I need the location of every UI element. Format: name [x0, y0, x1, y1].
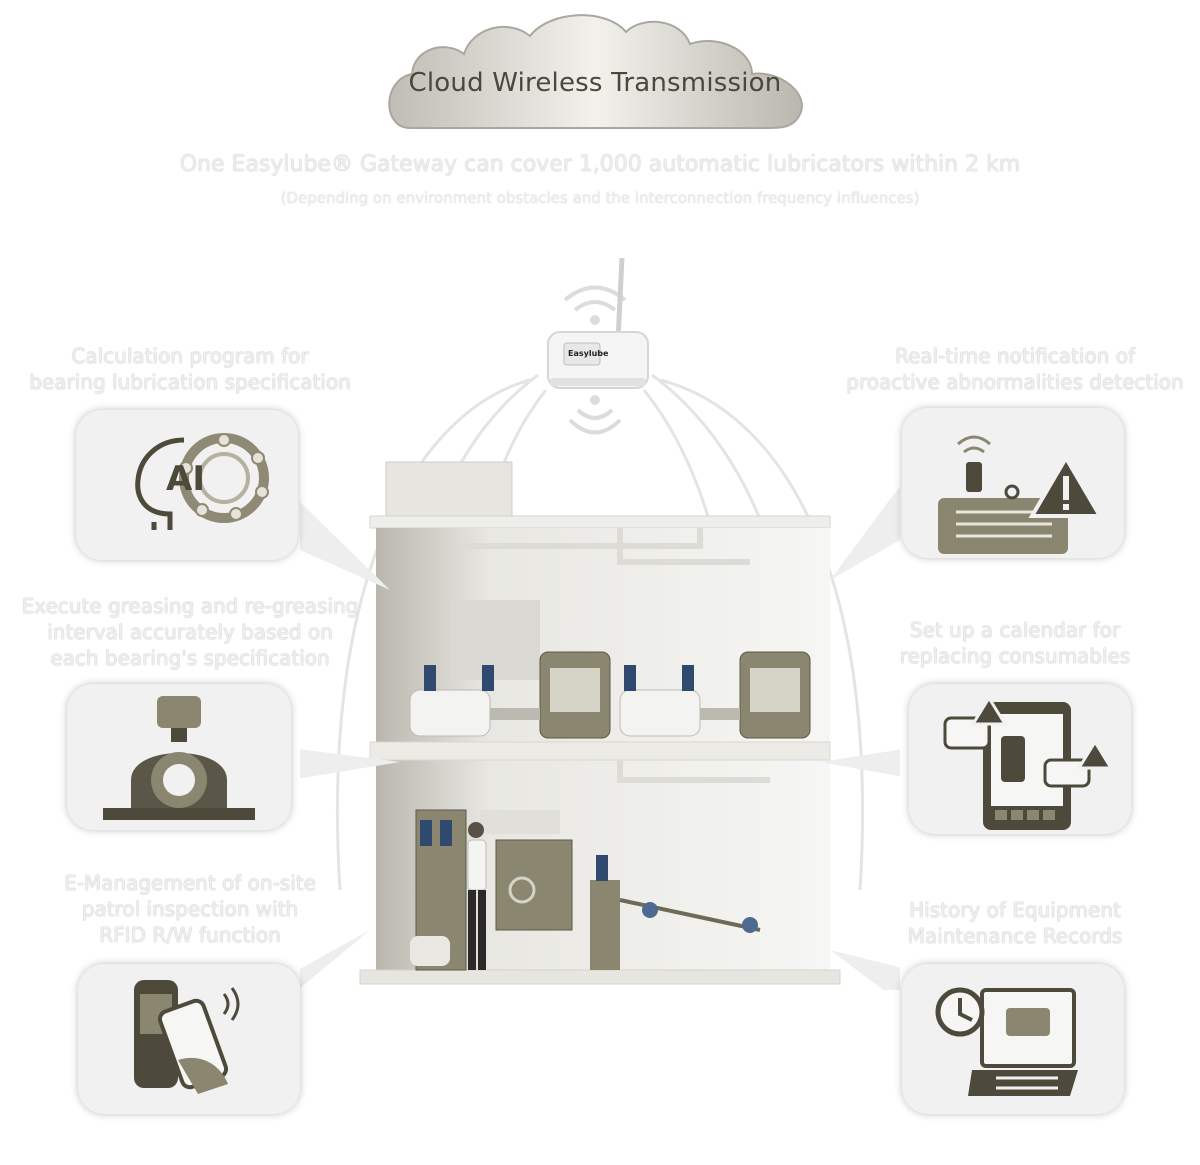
building — [359, 461, 841, 985]
feature-realtime-alert-card — [902, 408, 1124, 558]
feature-greasing-interval-card — [67, 684, 291, 830]
clock-records-icon — [935, 987, 1078, 1096]
cloud-title: Cloud Wireless Transmission — [408, 68, 782, 98]
feature-realtime-alert-label: Real-time notification of proactive abno… — [846, 344, 1184, 394]
feature-rfid-patrol-label: E-Management of on-site patrol inspectio… — [64, 871, 316, 947]
feature-greasing-interval-label: Execute greasing and re-greasing interva… — [21, 594, 359, 670]
coverage-note: (Depending on environment obstacles and … — [280, 189, 920, 207]
feature-maintenance-history-label: History of Equipment Maintenance Records — [907, 898, 1123, 948]
feature-rfid-patrol-card — [78, 964, 300, 1114]
coverage-title: One Easylube® Gateway can cover 1,000 au… — [179, 152, 1021, 177]
feature-bearing-calc-label: Calculation program for bearing lubricat… — [29, 344, 351, 394]
motor-warning-icon — [938, 435, 1104, 554]
feature-maintenance-history-card — [902, 964, 1124, 1114]
ai-label: AI — [166, 459, 205, 499]
cloud-shape — [388, 14, 803, 129]
gateway-device: Easylube — [547, 257, 649, 389]
ai-bearing-icon: AI — [135, 433, 269, 530]
feature-consumables-calendar-label: Set up a calendar for replacing consumab… — [899, 618, 1131, 668]
gateway-brand: Easylube — [568, 349, 609, 358]
lower-floor-equipment — [410, 809, 761, 971]
factory-illustration: Easylube — [300, 257, 900, 990]
callout-pointers — [300, 486, 900, 990]
gateway-wifi-icon — [563, 285, 627, 435]
tablet-calendar-icon — [943, 695, 1114, 830]
upper-floor-equipment — [409, 600, 811, 739]
pillow-block-bearing-icon — [103, 696, 255, 820]
feature-bearing-calc-card: AI — [76, 410, 298, 560]
feature-consumables-calendar-card — [909, 684, 1131, 834]
rfid-phone-icon — [134, 980, 240, 1094]
